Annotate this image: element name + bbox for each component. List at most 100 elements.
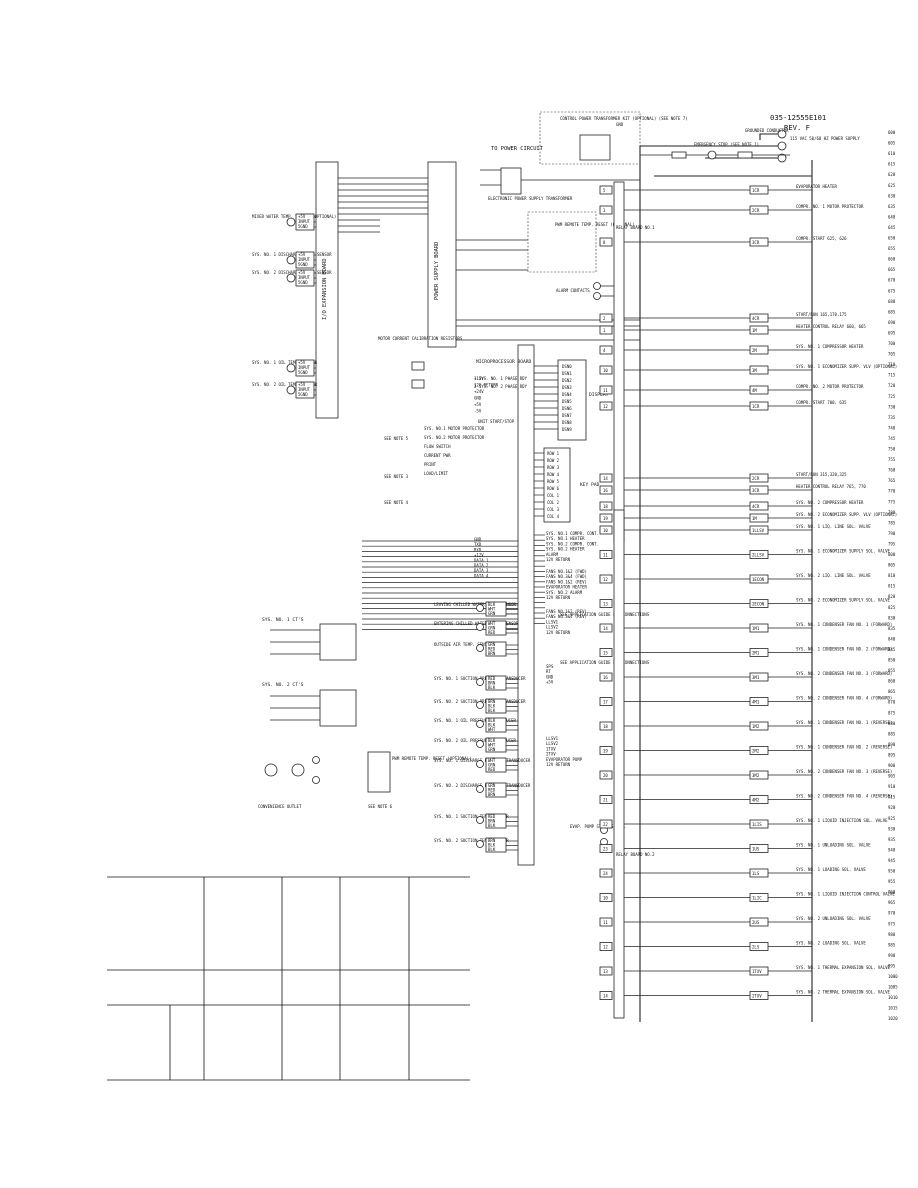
io-sensor-label: SYS. NO. 2 OIL TEMP. SENSOR	[252, 382, 318, 387]
coil-tag: 1LLSV	[752, 528, 765, 533]
relay-terminal-number: 16	[603, 488, 608, 493]
relay-terminal-number: 20	[603, 773, 608, 778]
load-label: COMPR. NO. 1 MOTOR PROTECTOR	[796, 204, 864, 209]
wire-color-label: WHT	[488, 607, 496, 612]
line-number: 660	[888, 257, 896, 262]
keypad-connector	[543, 447, 571, 523]
sensor-wire-block	[485, 698, 507, 714]
sys2-ct-block	[319, 689, 357, 727]
sensor-icon	[476, 678, 484, 686]
sys1-ct-block	[319, 623, 357, 661]
relay-terminal-number: 12	[603, 577, 608, 582]
power-supply-board	[427, 161, 457, 348]
relay-terminal-number: 13	[603, 969, 608, 974]
grounded-conductor-label: GROUNDED CONDUCTOR	[745, 128, 789, 133]
sensor-wire-block	[485, 675, 507, 691]
line-number: 620	[888, 172, 896, 177]
wire-color-label: RED	[488, 676, 496, 681]
load-label: START/RUN 315,320,325	[796, 472, 847, 477]
line-number: 770	[888, 489, 896, 494]
j12-signal-label: FANS NO.1&2 (REV)	[546, 579, 587, 584]
relay-terminal	[599, 501, 613, 511]
fuse-2	[737, 151, 753, 159]
display-label: DISPLAY	[589, 392, 609, 398]
load-label: SYS. NO. 1 LIQUID INJECTION SOL. VALVE	[796, 818, 888, 823]
convenience-outlet-label: CONVENIENCE OUTLET	[258, 804, 302, 809]
motor-current-label: MOTOR CURRENT CALIBRATION RESISTORS	[378, 336, 463, 341]
keypad-line-label: COL 1	[547, 493, 560, 498]
line-number: 895	[888, 752, 896, 757]
j11-signal-label: SYS. NO.1 COMPR. CONT.	[546, 531, 599, 536]
wire-color-label: GRN	[488, 611, 496, 616]
line-number: 995	[888, 963, 896, 968]
keypad-line-label: ROW 1	[547, 451, 560, 456]
fuse-1	[671, 151, 687, 159]
load-label: SYS. NO. 1 UNLOADING SOL. VALVE	[796, 843, 871, 848]
microprocessor-section: MICROPROCESSOR BOARD DISPLAY KEY PAD UNI…	[362, 344, 650, 866]
load-label: COMPR. START 625, 626	[796, 236, 847, 241]
line-number: 950	[888, 869, 896, 874]
sensor-icon	[286, 217, 296, 227]
sensor-wire-block	[485, 620, 507, 636]
load-label: SYS. NO. 1 CONDENSER FAN NO. 1 (REVERSE)	[796, 720, 892, 725]
relay-terminal-number: 8	[603, 240, 606, 245]
line-number: 985	[888, 942, 896, 947]
line-number: 920	[888, 805, 896, 810]
line-number: 810	[888, 573, 896, 578]
relay-terminal	[599, 844, 613, 853]
keypad-line-label: ROW 4	[547, 472, 560, 477]
sensor-pin-label: INPUT	[298, 257, 311, 262]
relay-terminal	[599, 485, 613, 495]
coil-tag: 4CR	[752, 316, 760, 321]
keypad-line-label: ROW 6	[547, 486, 560, 491]
j1-pin-label: DATA 4	[474, 573, 489, 578]
load-label: SYS. NO. 2 UNLOADING SOL. VALVE	[796, 916, 871, 921]
line-number: 730	[888, 404, 896, 409]
notes-table	[107, 876, 470, 1081]
line-number: 955	[888, 879, 896, 884]
io-sensor-label: SYS. NO. 1 OIL TEMP. SENSOR	[252, 360, 318, 365]
ct-section: SYS. NO. 1 CT'S SYS. NO. 2 CT'S MOTOR CU…	[258, 336, 471, 809]
load-label: SYS. NO. 1 COMPRESSOR HEATER	[796, 344, 864, 349]
relay-board-1	[613, 181, 625, 543]
line-number: 905	[888, 774, 896, 779]
relay-terminal	[599, 770, 613, 780]
relay-board-1-label: RELAY BOARD NO.1	[616, 225, 655, 230]
relay-terminal	[599, 473, 613, 483]
coil-tag: 2M	[752, 348, 757, 353]
power-line-label: -5V	[474, 409, 482, 414]
load-label: SYS. NO. 2 CONDENSER FAN NO. 4 (FORWARD)	[796, 696, 892, 701]
micro-sensor-label: SYS. NO. 2 DISCHARGE PRESSURE TRANSDUCER	[434, 783, 531, 788]
see-note-5-label: SEE NOTE 5	[384, 436, 409, 441]
j12-signal-label: EVAPORATOR HEATER	[546, 585, 588, 590]
relay-terminal	[599, 599, 613, 608]
wire-color-label: GRN	[488, 747, 496, 752]
relay-terminal	[599, 917, 613, 927]
j1-pin-label: +12V	[474, 553, 484, 558]
relay-terminal-number: 12	[603, 404, 608, 409]
see-application-label-2: SEE APPLICATION GUIDE FOR CONNECTIONS	[560, 660, 650, 665]
sensor-wire-block	[485, 813, 507, 829]
line-number: 630	[888, 193, 896, 198]
wire-color-label: BLK	[488, 723, 496, 728]
load-label: SYS. NO. 2 CONDENSER FAN NO. 3 (REVERSE)	[796, 769, 892, 774]
relay-terminal	[599, 385, 613, 395]
line-number: 760	[888, 468, 896, 473]
phase-flow-label: PRINT	[424, 462, 437, 467]
relay-terminal	[599, 345, 613, 355]
coil-tag: 2M2	[752, 749, 760, 754]
load-label: SYS. NO. 2 CONDENSER FAN NO. 3 (FORWARD)	[796, 671, 892, 676]
line-number: 885	[888, 731, 896, 736]
relay-terminal-number: 22	[603, 822, 608, 827]
load-label: EVAPORATOR HEATER	[796, 184, 838, 189]
coil-tag: 2CR	[752, 476, 760, 481]
relay-terminal-number: 16	[603, 675, 608, 680]
relay-terminal-number: 10	[603, 368, 608, 373]
display-line-label: DSN0	[562, 364, 572, 369]
relay-terminal	[599, 868, 613, 878]
load-label: SYS. NO. 2 LOADING SOL. VALVE	[796, 941, 866, 946]
sensor-pin-label: +5V	[298, 360, 306, 365]
io-expansion-label: I/O EXPANSION BOARD	[322, 258, 328, 320]
keypad-line-label: ROW 2	[547, 458, 560, 463]
relay-terminal-number: 11	[603, 553, 608, 558]
